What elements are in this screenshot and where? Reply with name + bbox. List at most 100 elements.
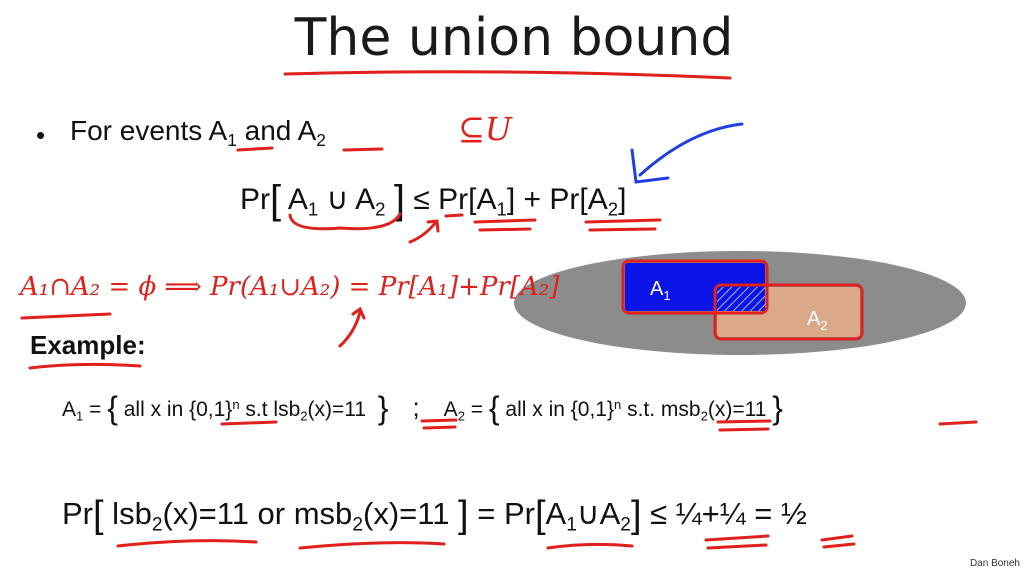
bullet-marker: • bbox=[36, 120, 46, 150]
f2-lbracket2: [ bbox=[534, 494, 546, 536]
f1-pr2: Pr[A bbox=[549, 183, 608, 216]
f1-pr1-sub: 1 bbox=[496, 198, 507, 220]
def2-set: {0,1} bbox=[570, 398, 614, 421]
event-a1: A bbox=[208, 115, 228, 146]
half-underline bbox=[820, 534, 856, 549]
msb-underline bbox=[298, 541, 446, 550]
def-separator: ; bbox=[412, 392, 420, 422]
disjoint-underline bbox=[20, 312, 112, 320]
f2-msb: msb bbox=[293, 496, 353, 531]
f2-half: ½ bbox=[780, 496, 807, 531]
event-a1-sub: 1 bbox=[227, 130, 237, 151]
def2-val: 11 bbox=[744, 398, 767, 421]
f1-cup: ∪ bbox=[318, 183, 356, 216]
a2-underline bbox=[342, 147, 384, 152]
slide-title: The union bound bbox=[294, 8, 734, 68]
disjoint-annotation: A₁∩A₂ = ϕ ⟹ Pr(A₁∪A₂) = Pr[A₁]+Pr[A₂] bbox=[20, 272, 560, 302]
leq-arrow bbox=[408, 219, 440, 244]
f2-pr: Pr bbox=[62, 496, 93, 531]
event-definitions: A1 = { all x in {0,1}n s.t lsb2(x)=11 };… bbox=[62, 390, 783, 427]
bullet-text: For events A1 and A2 bbox=[70, 115, 326, 151]
f2-sum: ¼+¼ bbox=[675, 496, 746, 531]
def1-body1: all x in bbox=[117, 398, 190, 421]
def2-fsub: 2 bbox=[700, 408, 708, 424]
bullet-mid: and bbox=[236, 115, 298, 146]
a2-ink-outline bbox=[713, 283, 864, 341]
f2-rbracket2: ] bbox=[630, 494, 642, 536]
venn-a1-label: A1 bbox=[650, 278, 671, 303]
lsb-underline bbox=[116, 539, 258, 548]
f1-a: A bbox=[287, 183, 308, 216]
venn-diagram: A1 A2 bbox=[514, 251, 966, 355]
def1-set: {0,1} bbox=[189, 398, 233, 421]
a1-ink-outline bbox=[621, 259, 769, 315]
f1-sub1: 1 bbox=[307, 198, 319, 220]
def2-lbrace: { bbox=[488, 390, 500, 426]
example-label: Example: bbox=[30, 330, 146, 360]
def2-rbrace: } bbox=[772, 390, 783, 426]
def2-sup: n bbox=[614, 396, 622, 412]
def1-lhs: A bbox=[62, 398, 77, 421]
example-underline bbox=[28, 362, 142, 370]
def1-sup: n bbox=[232, 396, 240, 412]
def2-eq: = bbox=[464, 398, 489, 421]
intersection-region bbox=[717, 287, 765, 311]
f2-msb-sub: 2 bbox=[352, 514, 363, 536]
f2-cup: ∪ bbox=[576, 496, 600, 531]
f1-pr2-sub: 2 bbox=[607, 198, 619, 220]
f2-or: or bbox=[248, 496, 294, 531]
def2-lhs-sub: 2 bbox=[457, 408, 465, 424]
f2-a1-sub: 1 bbox=[566, 514, 577, 536]
subset-annotation: ⊆U bbox=[458, 110, 512, 148]
f2-eq: = Pr bbox=[468, 496, 535, 531]
f2-a1: A bbox=[545, 496, 567, 531]
author-credit: Dan Boneh bbox=[969, 558, 1020, 569]
example-bound-formula: Pr[ lsb2(x)=11 or msb2(x)=11 ] = Pr[A1∪A… bbox=[62, 494, 807, 537]
blue-arrow bbox=[630, 122, 744, 184]
f1-pr1: Pr[A bbox=[438, 183, 497, 216]
f1-leq: ≤ bbox=[404, 183, 439, 216]
f1-pr1-end: ] bbox=[506, 183, 516, 216]
def1-eq: = bbox=[83, 398, 108, 421]
def1-lhs-sub: 1 bbox=[76, 408, 84, 424]
f2-rbracket: ] bbox=[458, 494, 469, 536]
def2-body1: all x in bbox=[499, 398, 571, 421]
f2-lsb-sub: 2 bbox=[151, 514, 163, 536]
def1-val: 11 bbox=[344, 398, 367, 421]
def1-body2: s.t lsb bbox=[239, 398, 301, 421]
def1: A1 = { all x in {0,1}n s.t lsb2(x)=11 } bbox=[62, 390, 388, 426]
f2-msb-rest: (x)=11 bbox=[363, 496, 459, 531]
sum-underline bbox=[704, 534, 770, 550]
def2-val-underline bbox=[938, 420, 978, 426]
f1-rbracket: ] bbox=[393, 178, 405, 222]
union-underline bbox=[546, 542, 634, 550]
def2: A2 = { all x in {0,1}n s.t. msb2(x)=11 } bbox=[443, 390, 783, 426]
venn-a2-label: A2 bbox=[807, 308, 828, 333]
f2-a2-sub: 2 bbox=[620, 514, 631, 536]
f2-lsb-rest: (x)=11 bbox=[162, 496, 249, 531]
bullet-prefix: For events bbox=[70, 115, 209, 146]
f2-a2: A bbox=[599, 496, 621, 531]
f2-leq: ≤ bbox=[641, 496, 676, 531]
f2-eq2: = bbox=[745, 496, 781, 531]
def1-fsub: 2 bbox=[300, 408, 308, 424]
f1-pr: Pr bbox=[240, 183, 270, 216]
title-underline bbox=[283, 70, 732, 80]
f2-lsb: lsb bbox=[103, 496, 152, 531]
def2-body2: s.t. msb bbox=[621, 398, 701, 421]
def1-body3: (x)= bbox=[307, 398, 345, 421]
f2-lbracket: [ bbox=[93, 494, 104, 536]
f1-plus: + bbox=[515, 183, 550, 216]
def1-lbrace: { bbox=[107, 390, 118, 426]
event-a2: A bbox=[297, 115, 317, 146]
def1-rbrace: } bbox=[377, 390, 389, 426]
f1-lbracket: [ bbox=[270, 178, 282, 222]
f1-sub2: 2 bbox=[375, 198, 386, 220]
def2-body3: (x)= bbox=[707, 398, 745, 421]
event-a2-sub: 2 bbox=[316, 130, 326, 151]
f1-pr2-end: ] bbox=[618, 183, 627, 216]
def2-lhs: A bbox=[443, 398, 458, 421]
equals-arrow bbox=[338, 306, 366, 348]
f1-a-2: A bbox=[355, 183, 376, 216]
union-bound-formula: Pr[ A1 ∪ A2 ] ≤ Pr[A1] + Pr[A2] bbox=[240, 178, 626, 223]
